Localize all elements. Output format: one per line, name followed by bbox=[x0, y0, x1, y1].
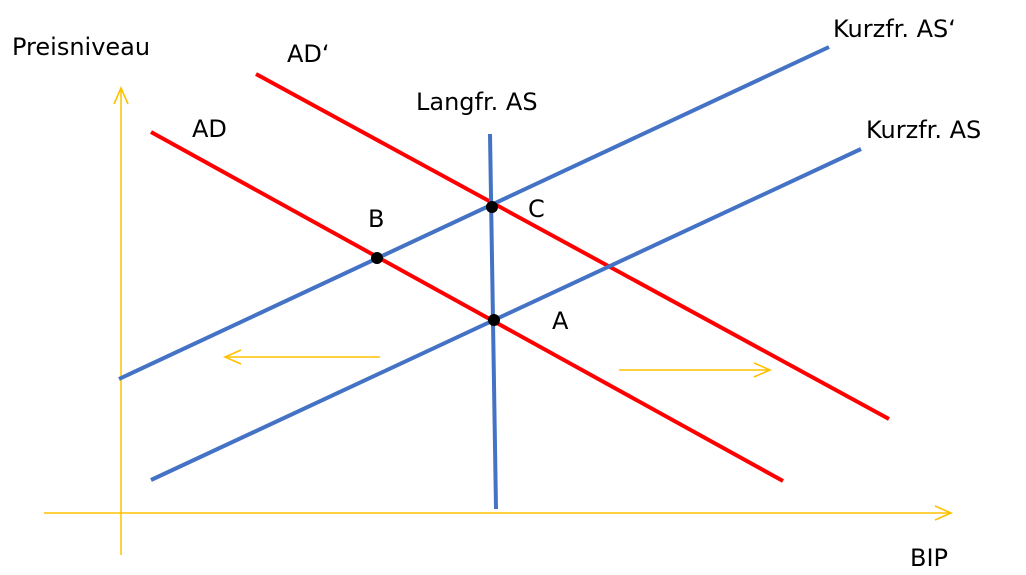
sras-shifted-curve bbox=[118, 45, 830, 381]
point-b-marker bbox=[371, 252, 383, 264]
point-a-label: A bbox=[552, 307, 569, 335]
y-axis-label: Preisniveau bbox=[12, 33, 150, 61]
sras-curve bbox=[150, 147, 862, 482]
sras-label: Kurzfr. AS bbox=[866, 116, 981, 144]
point-c-label: C bbox=[528, 195, 545, 223]
ad-label: AD bbox=[192, 115, 227, 143]
x-axis-label: BIP bbox=[910, 544, 948, 570]
sras-shifted-label: Kurzfr. AS‘ bbox=[833, 15, 956, 43]
ad-curve bbox=[150, 130, 784, 483]
point-a-marker bbox=[488, 314, 500, 326]
ad-shifted-curve bbox=[255, 72, 890, 421]
lras-label: Langfr. AS bbox=[416, 88, 538, 116]
point-c-marker bbox=[486, 201, 498, 213]
point-b-label: B bbox=[368, 205, 384, 233]
ad-shifted-label: AD‘ bbox=[287, 40, 330, 68]
